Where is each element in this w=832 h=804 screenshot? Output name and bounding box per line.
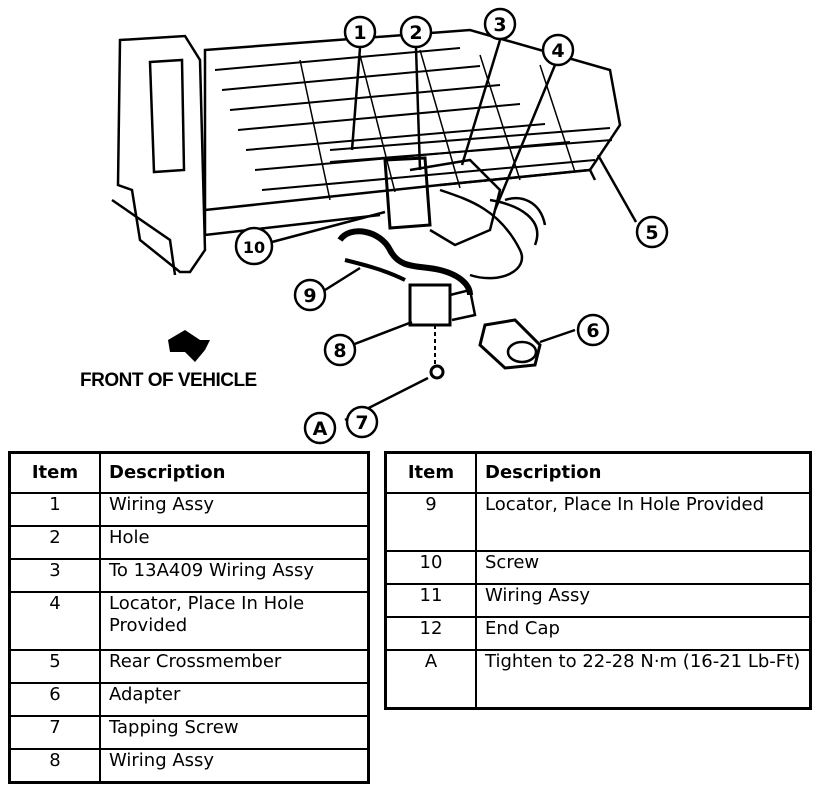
item-description: End Cap <box>475 616 812 651</box>
item-description: Wiring Assy <box>475 583 812 618</box>
svg-text:5: 5 <box>645 222 658 244</box>
item-description: To 13A409 Wiring Assy <box>99 558 370 593</box>
item-description: Hole <box>99 525 370 560</box>
callout-a: A <box>303 411 337 445</box>
item-number: 11 <box>384 583 477 618</box>
callout-5: 5 <box>635 215 669 249</box>
truck-bed-drawing <box>111 28 622 380</box>
svg-text:A: A <box>313 418 328 440</box>
table-header-row: Item Description <box>8 451 370 494</box>
item-number: 8 <box>8 748 101 784</box>
item-number: 1 <box>8 492 101 527</box>
description-column-header: Description <box>99 451 370 494</box>
item-number: 4 <box>8 591 101 651</box>
svg-text:1: 1 <box>353 22 366 44</box>
front-of-vehicle-label: FRONT OF VEHICLE <box>80 370 257 391</box>
item-description: Tighten to 22-28 N·m (16-21 Lb-Ft) <box>475 649 812 710</box>
svg-text:3: 3 <box>493 14 506 36</box>
callout-leader-lines <box>271 39 638 422</box>
callout-4: 4 <box>541 33 575 67</box>
callout-6: 6 <box>576 313 610 347</box>
callout-3: 3 <box>483 7 517 41</box>
item-description: Wiring Assy <box>99 748 370 784</box>
item-number: 10 <box>384 550 477 585</box>
front-of-vehicle-arrow-icon <box>168 330 210 362</box>
item-description: Wiring Assy <box>99 492 370 527</box>
item-description: Tapping Screw <box>99 715 370 750</box>
description-column-header: Description <box>475 451 812 494</box>
table-header-row: Item Description <box>384 451 812 494</box>
item-number: 2 <box>8 525 101 560</box>
svg-text:2: 2 <box>409 22 422 44</box>
svg-text:8: 8 <box>333 340 346 362</box>
svg-text:6: 6 <box>586 320 599 342</box>
callout-9: 9 <box>293 278 327 312</box>
item-column-header: Item <box>8 451 101 494</box>
item-description: Adapter <box>99 682 370 717</box>
wiring-diagram-illustration: 1 2 3 4 5 6 7 8 9 10 A <box>111 7 669 445</box>
callout-7: 7 <box>345 405 379 439</box>
item-column-header: Item <box>384 451 477 494</box>
item-description: Rear Crossmember <box>99 649 370 684</box>
item-number: 9 <box>384 492 477 552</box>
item-number: 6 <box>8 682 101 717</box>
item-number: 12 <box>384 616 477 651</box>
item-description: Locator, Place In Hole Provided <box>99 591 370 651</box>
item-description: Locator, Place In Hole Provided <box>475 492 812 552</box>
callout-2: 2 <box>399 15 433 49</box>
item-number: 3 <box>8 558 101 593</box>
item-number: 7 <box>8 715 101 750</box>
callout-10: 10 <box>234 226 274 266</box>
svg-text:9: 9 <box>303 285 316 307</box>
callout-1: 1 <box>343 15 377 49</box>
svg-text:10: 10 <box>243 238 265 257</box>
svg-text:7: 7 <box>355 412 368 434</box>
item-number: A <box>384 649 477 710</box>
svg-text:4: 4 <box>551 40 564 62</box>
item-number: 5 <box>8 649 101 684</box>
item-description: Screw <box>475 550 812 585</box>
callout-8: 8 <box>323 333 357 367</box>
